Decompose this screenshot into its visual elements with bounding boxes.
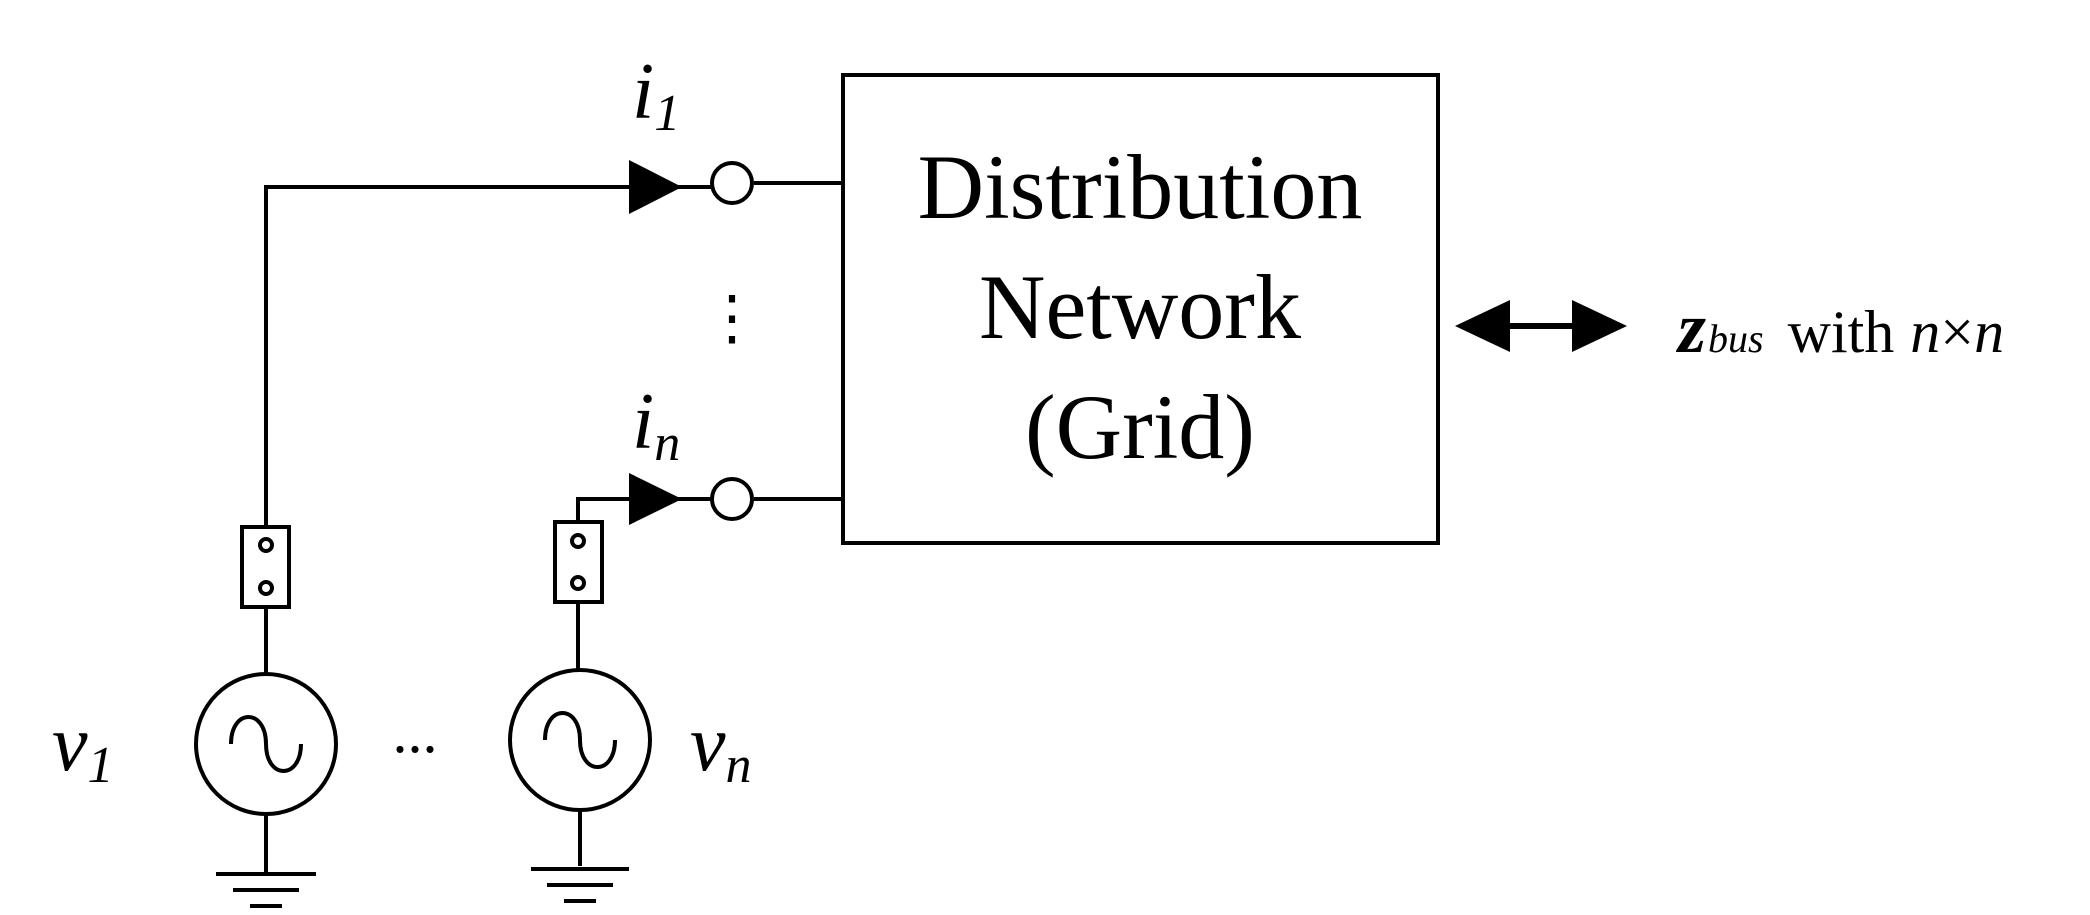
source-ellipsis: ... bbox=[393, 699, 438, 765]
terminal-1 bbox=[710, 161, 843, 205]
voltage-label-1: v1 bbox=[52, 700, 114, 794]
network-box-line3: (Grid) bbox=[1025, 376, 1255, 478]
branch-1-wire bbox=[264, 185, 712, 527]
current-label-1: i1 bbox=[632, 48, 680, 142]
ground-symbol-n bbox=[531, 810, 629, 903]
voltage-label-n: vn bbox=[690, 700, 752, 794]
current-arrow-1 bbox=[629, 160, 682, 214]
double-arrow-icon bbox=[1455, 300, 1627, 352]
current-label-n: in bbox=[632, 378, 680, 472]
terminal-n bbox=[710, 477, 843, 521]
breaker-n bbox=[553, 520, 604, 670]
ground-symbol-1 bbox=[216, 814, 316, 908]
ac-source-1 bbox=[194, 672, 338, 816]
current-arrow-n bbox=[629, 473, 682, 525]
network-box-line1: Distribution bbox=[918, 136, 1363, 238]
network-box-line2: Network bbox=[979, 256, 1301, 358]
ac-source-n bbox=[508, 668, 652, 812]
terminal-ellipsis: ⋮ bbox=[702, 285, 762, 351]
distribution-network-box bbox=[841, 73, 1440, 545]
breaker-1 bbox=[240, 525, 291, 674]
